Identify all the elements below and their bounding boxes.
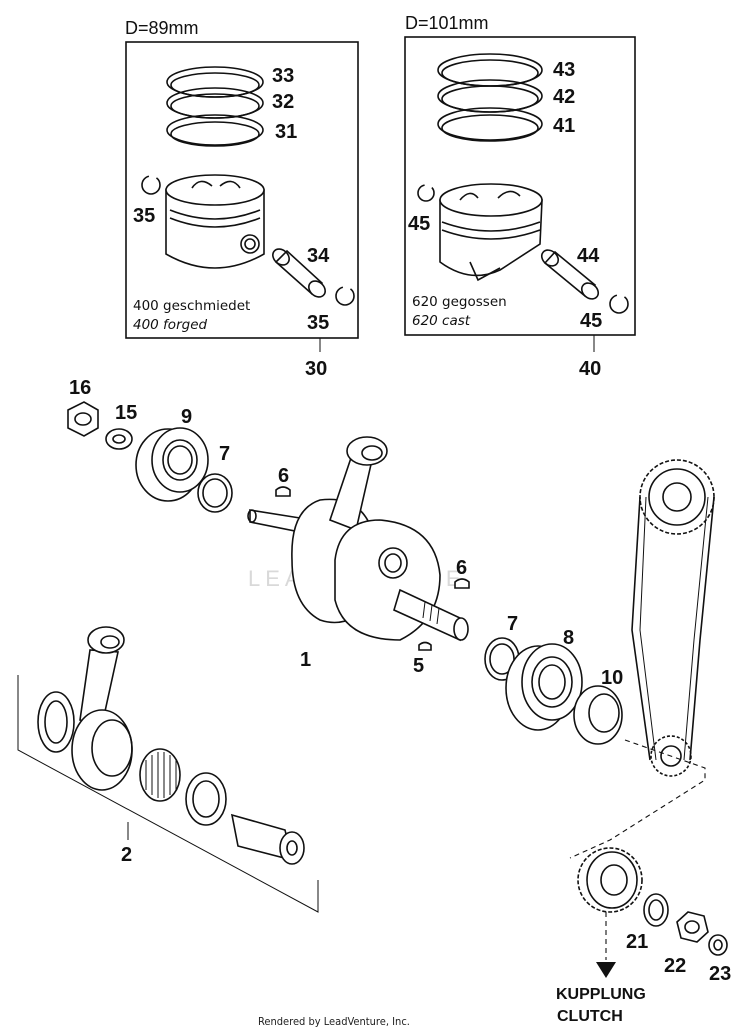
key-5 [418, 641, 432, 651]
label-22: 22 [664, 955, 686, 977]
bearing-9 [135, 427, 209, 502]
piston-89 [165, 174, 265, 269]
label-1: 1 [300, 649, 311, 671]
bearing-8 [505, 643, 583, 731]
gear-21 [577, 847, 643, 913]
kit-89-desc-en: 400 forged [133, 317, 207, 333]
label-30: 30 [305, 358, 327, 380]
piston-kit-101: D=101mm 43 42 41 45 44 620 gegoss [404, 13, 636, 380]
washer-22 [643, 893, 669, 927]
kit-89-diameter: D=89mm [125, 18, 199, 38]
clutch-label-en: CLUTCH [557, 1008, 623, 1025]
piston-kit-89: D=89mm 33 32 31 35 [125, 18, 359, 380]
circlip-101-b [609, 294, 629, 314]
circlip-101-a [417, 184, 435, 202]
label-34: 34 [307, 245, 330, 267]
label-35-b: 35 [307, 312, 329, 334]
kit-89-desc-de: 400 geschmiedet [133, 298, 250, 314]
label-7-right: 7 [507, 613, 518, 635]
circlip-89-b [335, 286, 355, 306]
label-16: 16 [69, 377, 91, 399]
label-31: 31 [275, 121, 297, 143]
label-2: 2 [121, 844, 132, 866]
label-35-a: 35 [133, 205, 155, 227]
piston-101 [439, 183, 543, 282]
key-6-right [454, 578, 470, 589]
label-33: 33 [272, 65, 294, 87]
nut-16 [67, 401, 99, 437]
label-44: 44 [577, 245, 600, 267]
seal-10 [573, 685, 623, 745]
label-10: 10 [601, 667, 623, 689]
kit-101-frame [404, 36, 636, 336]
label-9: 9 [181, 406, 192, 428]
footer-credit: Rendered by LeadVenture, Inc. [258, 1015, 410, 1028]
label-7-left: 7 [219, 443, 230, 465]
crank-pin [230, 813, 305, 865]
label-42: 42 [553, 86, 575, 108]
kit-101-diameter: D=101mm [405, 13, 489, 33]
piston-rings-89 [166, 66, 264, 147]
washer-15 [105, 428, 133, 450]
needle-bearing [139, 748, 181, 802]
label-41: 41 [553, 115, 575, 137]
circlip-89-a [141, 175, 161, 195]
kit-101-desc-en: 620 cast [412, 313, 471, 329]
label-45-a: 45 [408, 213, 430, 235]
label-8: 8 [563, 627, 574, 649]
label-32: 32 [272, 91, 294, 113]
piston-pin-101 [540, 249, 600, 300]
kit-89-frame [125, 41, 359, 339]
label-6-left: 6 [278, 465, 289, 487]
label-15: 15 [115, 402, 137, 424]
clutch-arrow-icon [596, 962, 616, 978]
kit-101-desc-de: 620 gegossen [412, 294, 507, 310]
timing-chain [631, 459, 715, 777]
label-23: 23 [709, 963, 731, 985]
label-5: 5 [413, 655, 424, 677]
nut-23 [676, 911, 728, 956]
key-6-left [275, 486, 291, 497]
piston-pin-89 [272, 248, 326, 298]
clutch-label-de: KUPPLUNG [556, 986, 646, 1003]
label-45-b: 45 [580, 310, 602, 332]
label-40: 40 [579, 358, 601, 380]
crankshaft-1 [247, 436, 469, 642]
label-21: 21 [626, 931, 648, 953]
shim-7-left [197, 473, 233, 513]
label-6-right: 6 [456, 557, 467, 579]
conrod-kit-2 [17, 626, 319, 913]
label-43: 43 [553, 59, 575, 81]
piston-rings-101 [437, 53, 543, 142]
